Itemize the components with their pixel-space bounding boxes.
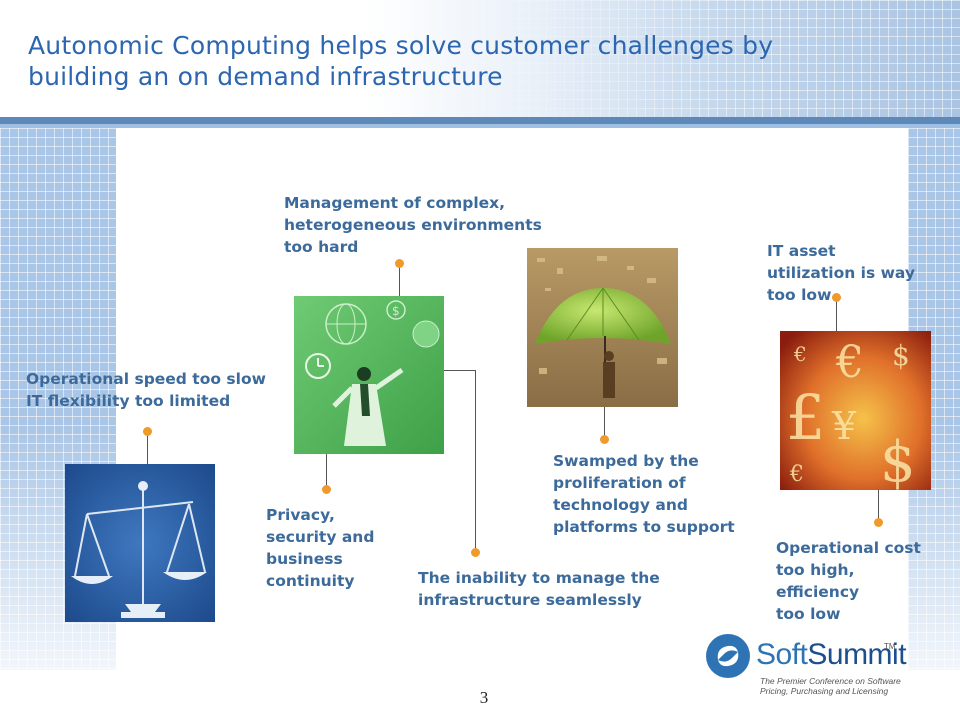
connector-dot xyxy=(874,518,883,527)
svg-text:$: $ xyxy=(880,430,916,490)
slide-title-line-2: building an on demand infrastructure xyxy=(28,62,503,91)
header-divider xyxy=(0,117,960,124)
connector-dot xyxy=(832,293,841,302)
label-swamped: Swamped by the proliferation of technolo… xyxy=(553,452,735,536)
label-inability: The inability to manage the infrastructu… xyxy=(418,569,660,609)
svg-text:€: € xyxy=(835,337,864,388)
svg-text:¥: ¥ xyxy=(831,404,857,448)
connector-dot xyxy=(600,435,609,444)
connector-line xyxy=(326,454,327,490)
connector-line xyxy=(475,370,476,552)
currency-symbols-photo: € $ £ ¥ $ € € xyxy=(780,331,931,490)
label-privacy: Privacy, security and business continuit… xyxy=(266,506,375,590)
label-operational-speed: Operational speed too slow IT flexibilit… xyxy=(26,370,266,410)
connector-line xyxy=(444,370,476,371)
header-divider-light xyxy=(0,124,960,128)
slide-title: Autonomic Computing helps solve customer… xyxy=(28,30,908,92)
softsummit-logo-mark-icon xyxy=(706,634,750,678)
svg-text:$: $ xyxy=(392,304,400,318)
softsummit-logo: SoftSummit TM The Premier Conference on … xyxy=(706,632,907,698)
logo-trademark: TM xyxy=(884,642,896,651)
connector-dot xyxy=(143,427,152,436)
logo-name-part-2: Summit xyxy=(807,638,907,671)
connector-dot xyxy=(322,485,331,494)
logo-wordmark: SoftSummit xyxy=(756,638,907,672)
logo-tagline: The Premier Conference on Software Prici… xyxy=(760,676,901,696)
balance-scales-photo xyxy=(65,464,215,622)
connector-dot xyxy=(471,548,480,557)
connector-line xyxy=(836,298,837,331)
logo-tagline-line-2: Pricing, Purchasing and Licensing xyxy=(760,686,889,696)
svg-text:€: € xyxy=(789,462,804,487)
label-operational-cost: Operational cost too high, efficiency to… xyxy=(776,539,921,623)
svg-text:£: £ xyxy=(786,381,825,454)
connector-line xyxy=(878,490,879,522)
logo-name-part-1: Soft xyxy=(756,638,808,671)
slide-title-line-1: Autonomic Computing helps solve customer… xyxy=(28,31,774,60)
logo-tagline-line-1: The Premier Conference on Software xyxy=(760,676,901,686)
umbrella-photo xyxy=(527,248,678,407)
label-it-asset: IT asset utilization is way too low xyxy=(767,242,916,304)
header-grid-pattern xyxy=(420,0,960,118)
svg-text:€: € xyxy=(793,342,807,366)
connector-line xyxy=(604,407,605,439)
label-management: Management of complex, heterogeneous env… xyxy=(284,194,542,256)
connector-line xyxy=(399,264,400,296)
connector-dot xyxy=(395,259,404,268)
page-number: 3 xyxy=(479,688,489,707)
svg-text:$: $ xyxy=(892,339,910,372)
businessman-juggling-photo: $ xyxy=(294,296,444,454)
connector-line xyxy=(147,432,148,464)
